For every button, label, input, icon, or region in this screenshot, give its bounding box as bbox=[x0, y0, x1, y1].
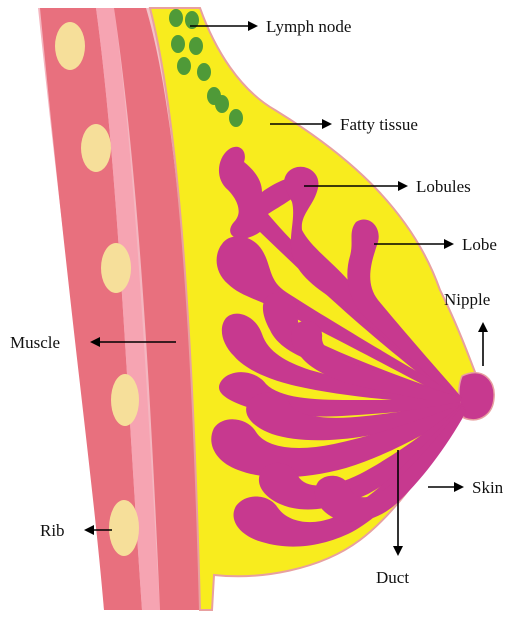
lymph-node-6 bbox=[197, 63, 211, 81]
duct-arrowhead bbox=[393, 546, 403, 556]
label-nipple: Nipple bbox=[444, 290, 490, 309]
nipple-arrowhead bbox=[478, 322, 488, 332]
label-skin: Skin bbox=[472, 478, 504, 497]
lymph-node-5 bbox=[177, 57, 191, 75]
rib-arrowhead bbox=[84, 525, 94, 535]
rib-1 bbox=[55, 22, 85, 70]
lymph-node-1 bbox=[169, 9, 183, 27]
label-muscle: Muscle bbox=[10, 333, 60, 352]
label-fatty-tissue: Fatty tissue bbox=[340, 115, 418, 134]
lymph-node-4 bbox=[189, 37, 203, 55]
label-duct: Duct bbox=[376, 568, 409, 587]
lymph-node-8 bbox=[215, 95, 229, 113]
rib-2 bbox=[81, 124, 111, 172]
label-lymph-node: Lymph node bbox=[266, 17, 351, 36]
lobules-arrowhead bbox=[398, 181, 408, 191]
fatty-tissue-arrowhead bbox=[322, 119, 332, 129]
label-rib: Rib bbox=[40, 521, 65, 540]
rib-3 bbox=[101, 243, 131, 293]
label-lobe: Lobe bbox=[462, 235, 497, 254]
lobe-arrowhead bbox=[444, 239, 454, 249]
rib-4 bbox=[111, 374, 139, 426]
rib-5 bbox=[109, 500, 139, 556]
label-lobules: Lobules bbox=[416, 177, 471, 196]
lymph-node-arrowhead bbox=[248, 21, 258, 31]
lymph-node-3 bbox=[171, 35, 185, 53]
lymph-node-9 bbox=[229, 109, 243, 127]
skin-arrowhead bbox=[454, 482, 464, 492]
